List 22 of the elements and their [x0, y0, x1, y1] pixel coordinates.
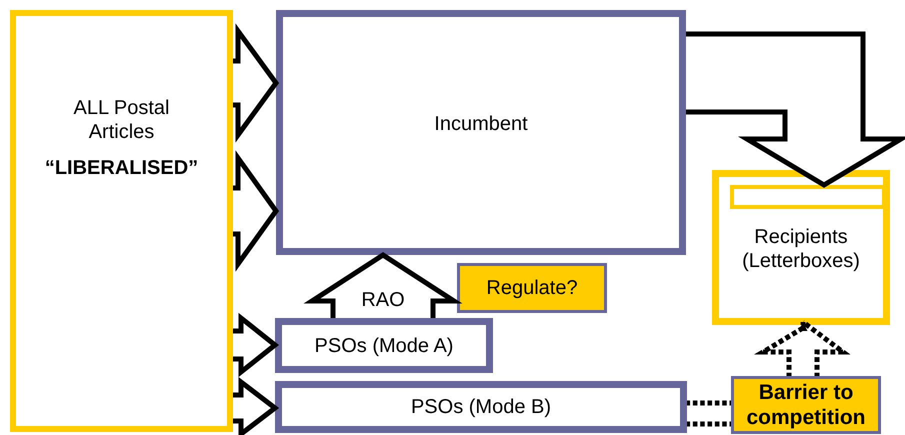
- node-text: “LIBERALISED”: [44, 156, 198, 180]
- node-text: PSOs (Mode B): [410, 395, 552, 419]
- block-arrow: [230, 312, 280, 378]
- node-text: Regulate?: [486, 276, 578, 300]
- node-text: Recipients (Letterboxes): [741, 225, 861, 273]
- block-arrow: [230, 376, 280, 435]
- source-box: [10, 10, 233, 432]
- node-text: Incumbent: [434, 112, 528, 136]
- node-text: PSOs (Mode A): [314, 334, 454, 358]
- node-text: Barrier to competition: [746, 380, 866, 430]
- process-box: [275, 318, 493, 373]
- letterbox-slot: [730, 185, 886, 209]
- recipients-box: [712, 170, 890, 325]
- node-text: ALL Postal Articles: [72, 96, 170, 144]
- barrier-box: [731, 376, 881, 434]
- block-arrow: [230, 150, 280, 272]
- block-arrow: [230, 23, 280, 143]
- block-arrow: [754, 320, 850, 378]
- block-arrow: [684, 32, 905, 188]
- incumbent-box: [276, 10, 686, 255]
- process-box: [275, 381, 687, 433]
- question-box: [457, 263, 607, 313]
